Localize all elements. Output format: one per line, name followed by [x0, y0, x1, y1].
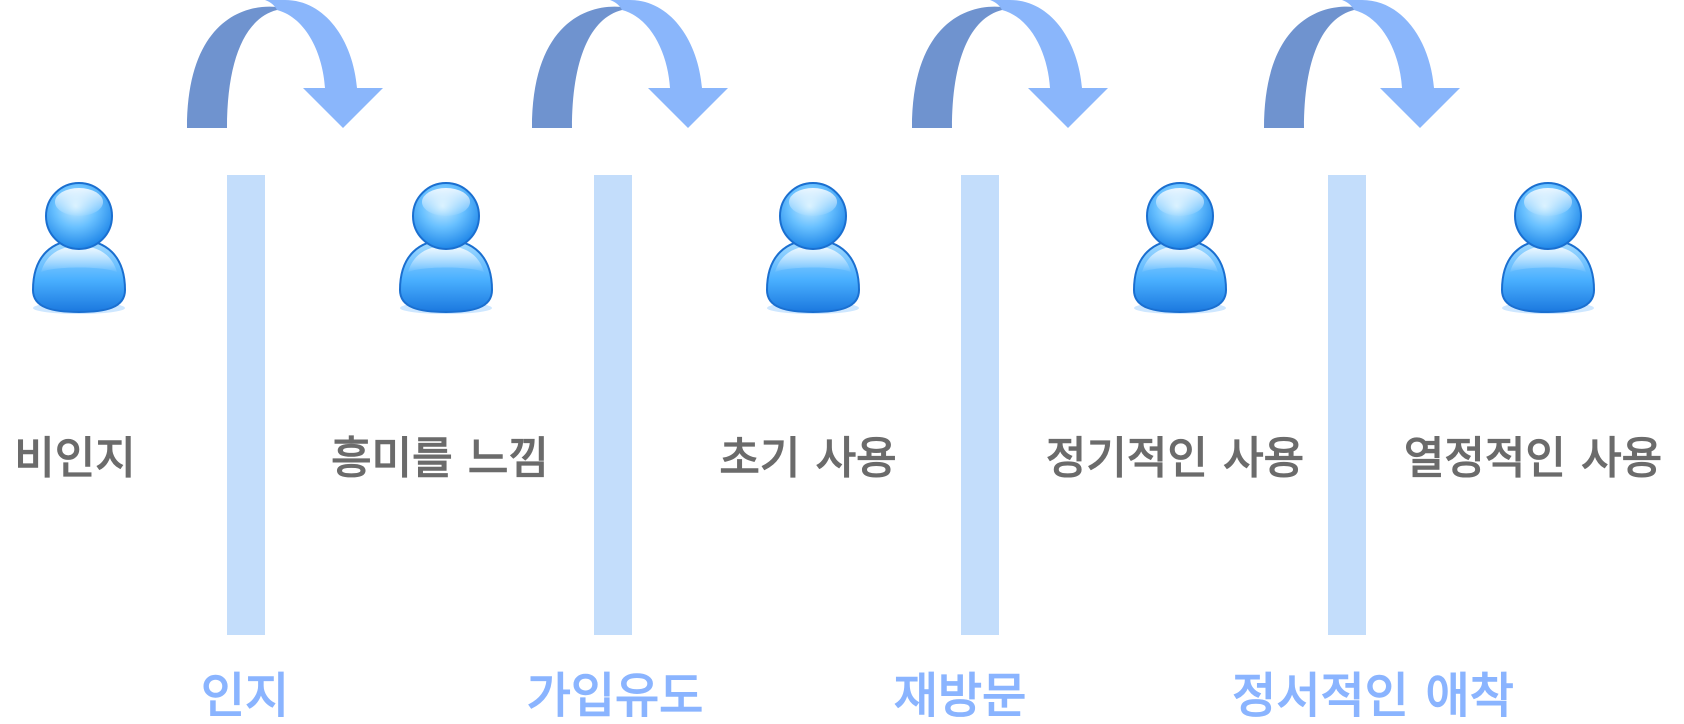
user-icon — [1132, 182, 1228, 314]
stage-label-unaware: 비인지 — [14, 433, 136, 484]
stage-label-regular-use: 정기적인 사용 — [1045, 433, 1305, 484]
curved-arrow-icon — [1264, 0, 1460, 129]
stage-divider — [594, 175, 632, 635]
stage-label-passionate-use: 열정적인 사용 — [1403, 433, 1663, 484]
stage-divider — [1328, 175, 1366, 635]
stage-divider — [961, 175, 999, 635]
user-icon — [398, 182, 494, 314]
transition-label-signup: 가입유도 — [526, 668, 704, 724]
curved-arrow-icon — [187, 0, 383, 129]
stage-label-initial-use: 초기 사용 — [719, 433, 897, 484]
transition-label-revisit: 재방문 — [893, 668, 1027, 724]
transition-label-awareness: 인지 — [200, 668, 290, 724]
curved-arrow-icon — [532, 0, 728, 129]
user-icon — [1500, 182, 1596, 314]
transition-label-attachment: 정서적인 애착 — [1232, 668, 1514, 724]
curved-arrow-icon — [912, 0, 1108, 129]
stage-divider — [227, 175, 265, 635]
stage-label-interested: 흥미를 느낌 — [331, 433, 549, 484]
user-icon — [765, 182, 861, 314]
user-icon — [31, 182, 127, 314]
